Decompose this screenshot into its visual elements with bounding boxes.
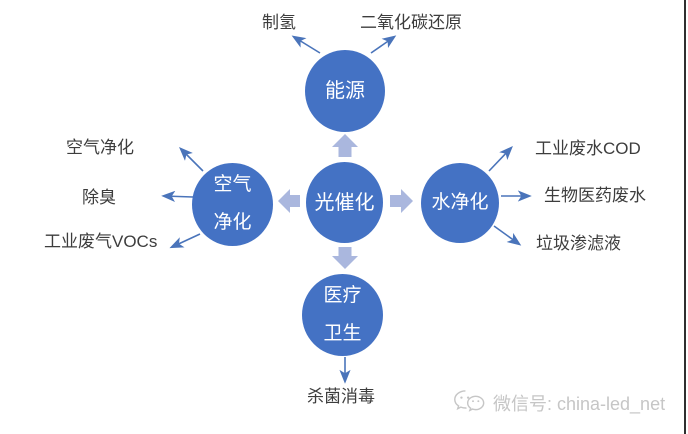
arrow-water-to-cod bbox=[488, 145, 513, 172]
node-air-purification: 空气 净化 bbox=[192, 163, 273, 246]
arrow-air-to-vocs bbox=[169, 233, 201, 249]
label-industrial-waste-gas-vocs: 工业废气VOCs bbox=[44, 232, 158, 251]
node-photocatalysis: 光催化 bbox=[306, 162, 383, 243]
label-co2-reduction: 二氧化碳还原 bbox=[360, 13, 462, 32]
node-air-label-line1: 空气 bbox=[213, 174, 252, 196]
block-arrow-down bbox=[332, 247, 358, 269]
node-water-label: 水净化 bbox=[431, 191, 489, 213]
node-medical-hygiene: 医疗 卫生 bbox=[302, 274, 383, 356]
label-air-purification: 空气净化 bbox=[66, 138, 134, 157]
arrow-water-to-leachate bbox=[493, 225, 522, 246]
node-air-label-line2: 净化 bbox=[213, 212, 252, 233]
node-medical-label-line2: 卫生 bbox=[323, 322, 362, 344]
label-sterilization-disinfection: 杀菌消毒 bbox=[307, 387, 375, 406]
node-medical-label-line1: 医疗 bbox=[323, 284, 362, 306]
label-industrial-wastewater-cod: 工业废水COD bbox=[535, 139, 641, 158]
arrow-energy-to-co2 bbox=[370, 35, 397, 54]
block-arrow-up bbox=[332, 134, 358, 157]
arrow-energy-to-hydrogen bbox=[291, 35, 321, 54]
right-edge-line bbox=[684, 0, 686, 434]
wechat-icon bbox=[454, 390, 485, 412]
block-arrow-left bbox=[278, 189, 300, 213]
label-hydrogen-production: 制氢 bbox=[262, 13, 296, 32]
node-water-purification: 水净化 bbox=[421, 163, 499, 243]
node-energy: 能源 bbox=[305, 50, 385, 132]
label-landfill-leachate: 垃圾渗滤液 bbox=[536, 234, 621, 253]
node-energy-label: 能源 bbox=[325, 80, 365, 102]
watermark: 微信号: china-led_net bbox=[453, 389, 665, 416]
label-biopharma-wastewater: 生物医药废水 bbox=[544, 186, 646, 205]
block-arrow-right bbox=[390, 189, 413, 213]
node-photocatalysis-label: 光催化 bbox=[314, 191, 375, 214]
watermark-text: 微信号: china-led_net bbox=[493, 393, 666, 414]
arrow-air-to-airpurification bbox=[179, 147, 204, 172]
arrow-air-to-deodorization bbox=[161, 190, 194, 202]
label-deodorization: 除臭 bbox=[82, 188, 116, 207]
